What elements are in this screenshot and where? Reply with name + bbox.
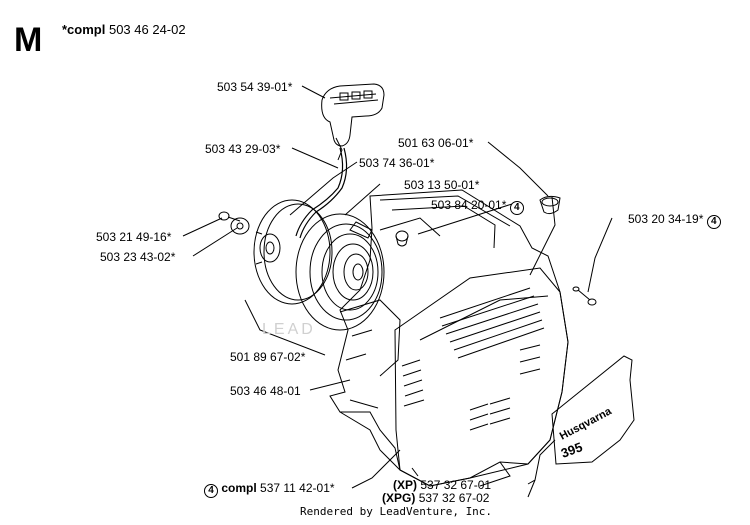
leader-p7 <box>587 217 613 293</box>
starter-rope <box>295 147 348 239</box>
decal <box>551 355 635 465</box>
assembly-prefix: compl <box>221 481 257 495</box>
decal-brand: Husqvarna <box>558 405 615 443</box>
part-label-p3: 503 74 36-01* <box>359 156 435 170</box>
part-label-p4: 503 13 50-01* <box>404 178 480 192</box>
variant-model: (XPG) <box>382 491 416 505</box>
screw-right <box>572 286 597 306</box>
leader-variants <box>527 439 556 485</box>
decal-model: 395 <box>559 439 585 461</box>
starter-handle <box>321 83 385 161</box>
starter-pulley <box>253 199 333 305</box>
ref-marker: 4 <box>204 484 218 498</box>
leader-p5 <box>487 141 549 197</box>
leader-p2 <box>291 147 339 169</box>
starter-housing <box>329 189 569 487</box>
screw-washer-left <box>218 211 250 235</box>
compl-prefix: *compl <box>62 22 106 37</box>
rope-guide <box>539 195 561 215</box>
watermark: LEAD <box>262 321 316 338</box>
part-number-p6: 503 84 20-01* <box>431 198 507 212</box>
part-label-p5: 501 63 06-01* <box>398 136 474 150</box>
leader-p11 <box>309 379 351 391</box>
leader-p1 <box>301 85 326 99</box>
ref-marker: 4 <box>509 201 524 215</box>
footer-credit: Rendered by LeadVenture, Inc. <box>300 505 493 518</box>
leader-p9 <box>192 227 238 257</box>
part-label-p7: 503 20 34-19* 4 <box>628 212 721 229</box>
compl-number: 503 46 24-02 <box>108 22 186 37</box>
assembly-number: 537 11 42-01* <box>260 481 335 495</box>
recoil-spring <box>295 213 385 331</box>
leader-p5-b <box>529 196 556 276</box>
bushing <box>395 230 409 247</box>
part-label-p6: 503 84 20-01* 4 <box>431 198 524 215</box>
part-label-p2: 503 43 29-03* <box>205 142 281 156</box>
section-letter: M <box>14 21 43 59</box>
variant-number: 537 32 67-01 <box>420 478 492 492</box>
leader-p10 <box>244 299 326 356</box>
leader-p6 <box>417 203 513 235</box>
leader-assembly <box>351 449 401 489</box>
part-number-p7: 503 20 34-19* <box>628 212 704 226</box>
leader-p8 <box>182 217 223 237</box>
leader-lines <box>182 85 613 498</box>
part-label-p10: 501 89 67-02* <box>230 350 306 364</box>
part-label-p8: 503 21 49-16* <box>96 230 172 244</box>
part-label-p9: 503 23 43-02* <box>100 250 176 264</box>
part-label-p11: 503 46 48-01 <box>230 384 301 398</box>
leader-variants-2 <box>527 479 536 498</box>
variant-model: (XP) <box>393 478 417 492</box>
leader-p4 <box>344 183 381 216</box>
variant-number: 537 32 67-02 <box>418 491 490 505</box>
variant-xpg: (XPG) 537 32 67-02 <box>382 491 489 505</box>
part-label-p1: 503 54 39-01* <box>217 80 293 94</box>
variant-xp: (XP) 537 32 67-01 <box>393 478 491 492</box>
ref-marker: 4 <box>706 215 721 229</box>
section-title: *compl 503 46 24-02 <box>62 22 186 37</box>
assembly-label: 4 compl 537 11 42-01* <box>204 481 335 498</box>
